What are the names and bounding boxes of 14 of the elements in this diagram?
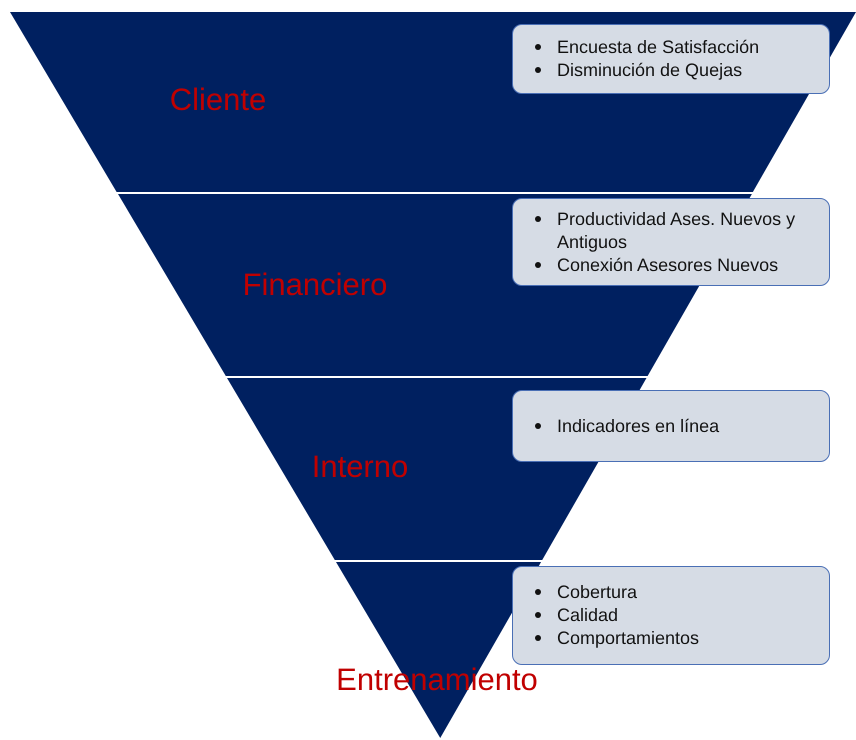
bullet-item: Comportamientos xyxy=(557,628,700,648)
band-label: Cliente xyxy=(170,82,266,118)
bullet-item: Conexión Asesores Nuevos xyxy=(557,254,778,274)
bullet-item: Productividad Ases. Nuevos y Antiguos xyxy=(557,208,796,252)
bullet-list-box xyxy=(512,198,830,286)
bullet-item: Cobertura xyxy=(557,582,638,602)
bullet-item: Indicadores en línea xyxy=(557,416,720,436)
bullet-list-box xyxy=(512,390,830,462)
bullet-item: Disminución de Quejas xyxy=(557,60,742,80)
bullet-list-box xyxy=(512,566,830,665)
bullet-item: Calidad xyxy=(557,605,618,625)
bullet-item: Encuesta de Satisfacción xyxy=(557,37,760,57)
band-label: Interno xyxy=(312,449,408,485)
band-label: Financiero xyxy=(242,267,388,303)
